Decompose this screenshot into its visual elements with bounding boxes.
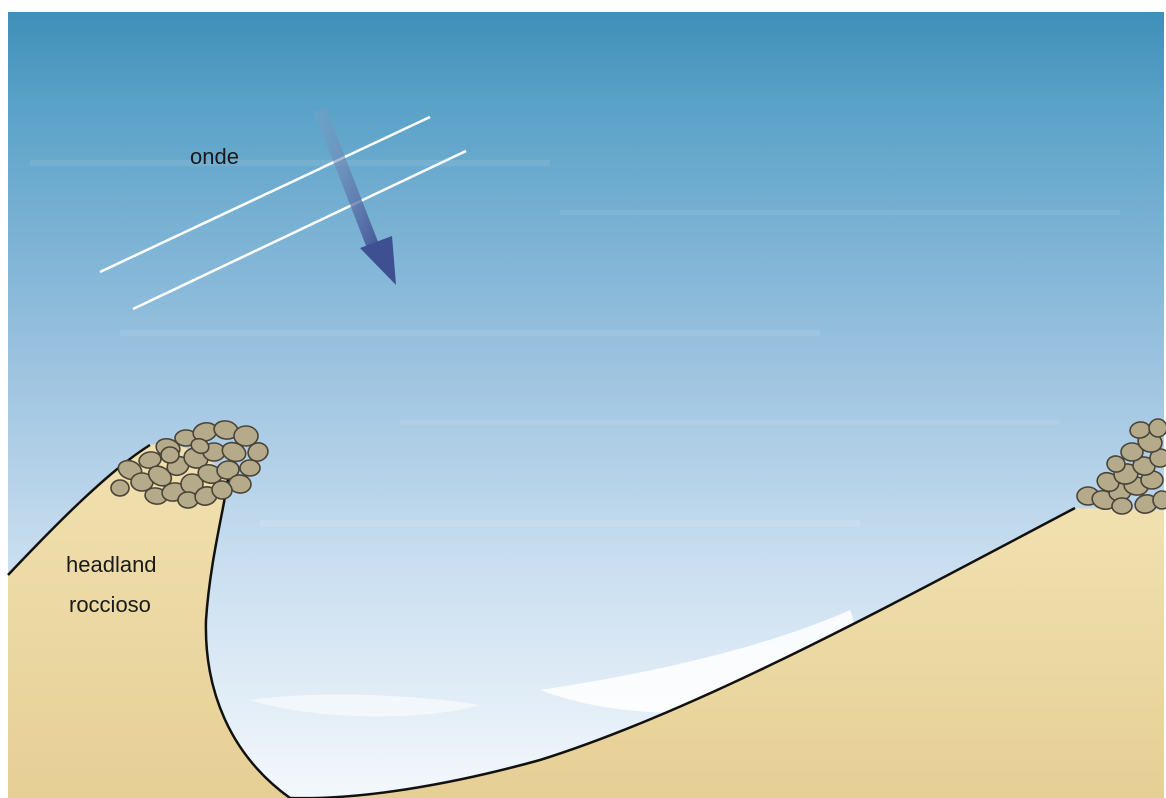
waves-label: onde bbox=[190, 144, 239, 169]
headland-label-line2: roccioso bbox=[69, 592, 151, 617]
pebble bbox=[161, 447, 179, 463]
pebble bbox=[1112, 498, 1132, 514]
pebble bbox=[1149, 419, 1166, 437]
pebble bbox=[240, 460, 260, 476]
headland-label-line1: headland bbox=[66, 552, 157, 577]
pebble bbox=[1153, 491, 1166, 509]
pebble bbox=[111, 480, 129, 496]
